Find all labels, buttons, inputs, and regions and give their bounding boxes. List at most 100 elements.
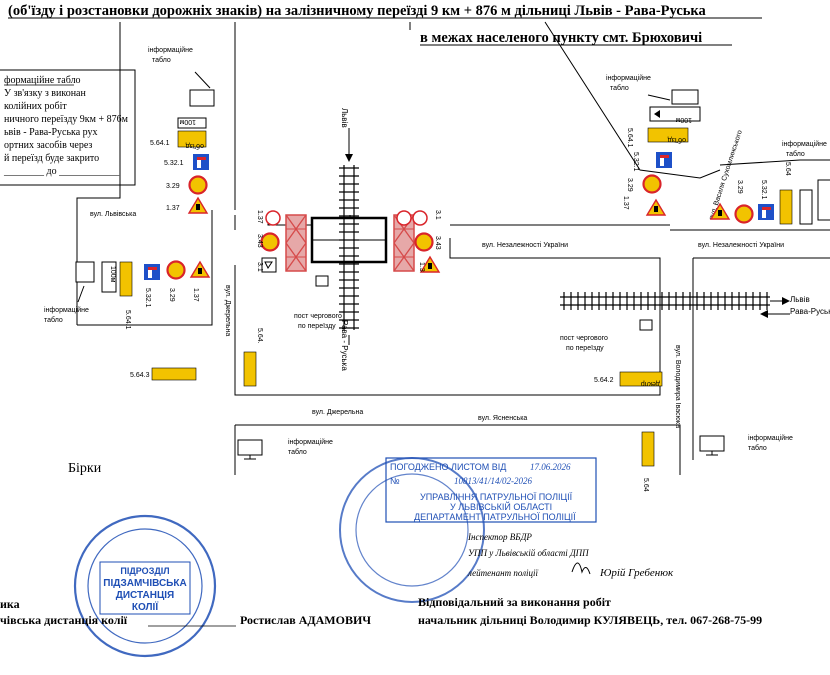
sign-code: 1.37	[256, 210, 263, 224]
sign-code: 1.37	[622, 196, 629, 210]
info-board-line: ничного переїзду 9км + 876м	[4, 114, 129, 125]
footer-left-head: ика	[0, 597, 20, 611]
handwriting-line: УПП у Львівській області ДПП	[468, 548, 589, 558]
sign-code: 1.37	[192, 288, 199, 302]
sign-code: 1.37	[166, 205, 180, 212]
guard-post-label: пост чергового	[560, 335, 608, 342]
speed-sign-30	[414, 232, 434, 252]
approval-org-3: ДЕПАРТАМЕНТ ПАТРУЛЬНОЇ ПОЛІЦІЇ	[414, 512, 576, 522]
info-tablo-label: табло	[288, 448, 307, 456]
sign-code: 3.29	[736, 180, 743, 194]
monitor-icon	[237, 439, 263, 460]
sign-group-right-middle: деклр 5.64.2 5.64	[594, 371, 663, 492]
lviv-vertical-label: Львів	[340, 108, 349, 128]
warning-sign	[188, 197, 208, 214]
info-board-title: формаційне табло	[4, 75, 81, 86]
footer-right-line: начальник дільниці Володимир КУЛЯВЕЦЬ, т…	[418, 613, 762, 627]
approval-org-1: УПРАВЛІННЯ ПАТРУЛЬНОЇ ПОЛІЦІЇ	[420, 492, 573, 502]
guard-posts: пост чергового по переїзду пост черговог…	[294, 275, 653, 352]
approval-date: 17.06.2026	[530, 462, 571, 472]
sign-code: 3.43	[256, 234, 263, 248]
guard-post-label: пост чергового	[294, 313, 342, 320]
sign-code: 5.64.2	[594, 377, 614, 384]
sign-code: 3.29	[166, 183, 180, 190]
birky-label: Бірки	[68, 461, 102, 476]
info-tablo-label: інформаційне	[288, 438, 333, 446]
detour-sign: об'їзд	[668, 136, 686, 144]
rava-right-label: Рава-Руська	[790, 307, 830, 316]
info-board-line: колійних робіт	[4, 101, 67, 112]
footer: ика чівська дистанція колії Ростислав АД…	[0, 595, 762, 627]
info-tablo-label: табло	[748, 444, 767, 452]
street-nezalezhnosti: вул. Незалежності України	[698, 241, 784, 249]
sign-code: 5.64.3	[130, 372, 150, 379]
street-volodymyra-ivasiuka: вул. Володимира Івасюка	[674, 345, 681, 428]
street-lvivska: вул. Львівська	[90, 210, 136, 218]
sign-code: 3.29	[168, 288, 175, 302]
sign-group-far-right: інформаційне табло 3.29 5.32.1 5.64	[710, 140, 830, 225]
info-board-line: У зв'язку з виконан	[4, 88, 86, 99]
footer-right-head: Відповідальний за виконання робіт	[418, 595, 611, 609]
sign-code: 5.32.1	[164, 160, 184, 167]
warning-sign	[646, 199, 666, 216]
info-board-line: ортних засобів через	[4, 140, 92, 151]
info-monitors: інформаційне табло інформаційне табло	[237, 434, 793, 460]
rava-vertical-label: Рава - Руська	[340, 320, 349, 371]
approval-no-label: №	[390, 476, 400, 486]
street-yasnenska: вул. Ясненська	[478, 415, 527, 422]
speed-sign-30	[166, 260, 186, 280]
railway-track-horizontal: Львів Рава-Руська	[560, 292, 830, 318]
sign-group-top-left: інформаційне табло 100м об'їзд 5.64.1 5.…	[148, 46, 215, 214]
sign-code: 5.64.1	[124, 310, 131, 330]
speed-sign-30	[734, 204, 754, 224]
stamp-line: ДИСТАНЦІЯ	[116, 590, 174, 601]
approval-line-1: ПОГОДЖЕНО ЛИСТОМ ВІД	[390, 462, 506, 472]
street-dzherelna-vertical: вул. Джерельна	[224, 285, 231, 336]
header: (об'їзду і розстановки дорожніх знаків) …	[8, 3, 762, 46]
info-tablo-label: інформаційне	[44, 306, 89, 314]
info-tablo-label: інформаційне	[606, 74, 651, 82]
info-tablo-label: табло	[44, 316, 63, 324]
distance-plate: 100м	[675, 116, 692, 123]
sign-code: 5.64.1	[150, 140, 170, 147]
sign-code: 5.32.1	[632, 152, 639, 172]
monitor-icon	[699, 435, 725, 456]
info-tablo-label: інформаційне	[748, 434, 793, 442]
sign-code: 3.1	[256, 262, 263, 272]
sign-group-top-right: інформаційне табло 100м об'їзд 5.64.1 5.…	[606, 74, 701, 216]
handwriting-line: Юрій Гребенюк	[599, 567, 674, 579]
info-board-line: ________ до ____________	[3, 166, 120, 177]
distance-plate: 100м	[109, 266, 116, 283]
sign-code: 5.64.	[256, 328, 263, 344]
railway-track-vertical: Львів Рава - Руська	[339, 108, 359, 371]
sign-5-32	[656, 152, 672, 168]
header-line-1: (об'їзду і розстановки дорожніх знаків) …	[8, 3, 707, 19]
street-labels: вул. Львівська вул. Джерельна вул. Джере…	[90, 129, 784, 428]
info-tablo-label: табло	[786, 150, 805, 158]
street-nezalezhnosti: вул. Незалежності України	[482, 241, 568, 249]
handwritten-signature: Інспектор ВБДР УПП у Львівській області …	[467, 532, 674, 579]
stamp-line: КОЛІЇ	[132, 600, 158, 613]
stamp-line: ПІДЗАМЧІВСЬКА	[103, 578, 186, 589]
sign-code: 3.43	[434, 236, 441, 250]
info-tablo-label: табло	[152, 56, 171, 64]
street-dzherelna: вул. Джерельна	[312, 409, 363, 416]
sign-code: 1.3	[418, 262, 425, 272]
handwriting-line: Інспектор ВБДР	[467, 532, 532, 542]
approval-no: 10813/41/14/02-2026	[454, 476, 532, 486]
road-outlines	[76, 21, 830, 475]
round-stamp: ПІДРОЗДІЛ ПІДЗАМЧІВСЬКА ДИСТАНЦІЯ КОЛІЇ	[73, 514, 217, 658]
sign-group-left: 100м 5.32.1 3.29 1.37 5.64.1 інформаційн…	[44, 260, 263, 387]
lviv-right-label: Львів	[790, 295, 810, 304]
info-board-line: й переїзд буде закрито	[4, 153, 99, 164]
approval-org-2: У ЛЬВІВСЬКІЙ ОБЛАСТІ	[450, 501, 552, 512]
sign-code: 5.32.1	[760, 180, 767, 200]
info-tablo-label: табло	[610, 84, 629, 92]
sign-code: 3.29	[626, 178, 633, 192]
crossing-signs: 1.37 3.43 3.1 3.1 3.43 1.3	[256, 210, 441, 273]
guard-post-label: по переїзду	[566, 345, 604, 352]
sign-5-32	[144, 264, 160, 280]
info-board: формаційне табло У зв'язку з виконан кол…	[0, 69, 136, 186]
sign-code: 5.32.1	[144, 288, 151, 308]
